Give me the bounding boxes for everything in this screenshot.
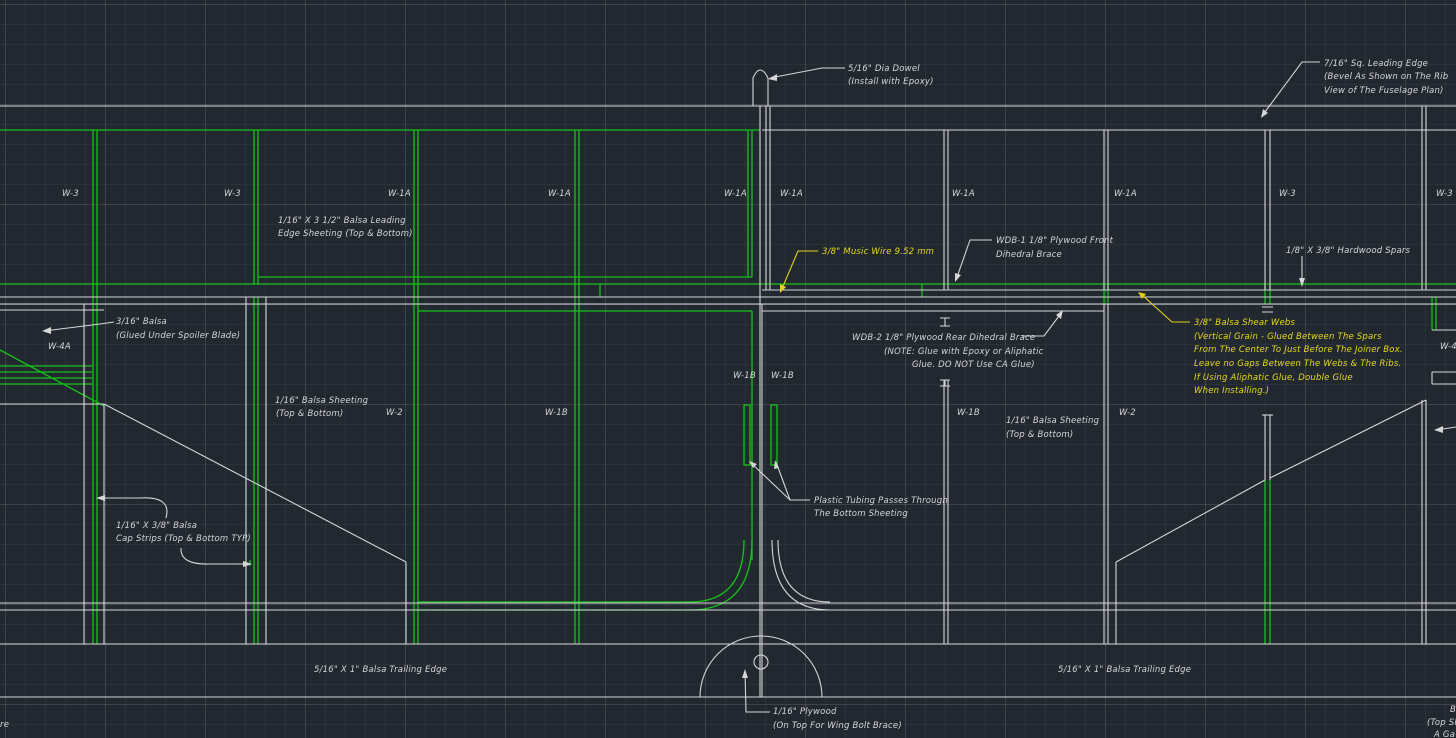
callout-line: A Ga bbox=[1433, 730, 1455, 738]
callout-line: 3/8" Music Wire 9.52 mm bbox=[822, 247, 934, 257]
callout-line: 7/16" Sq. Leading Edge bbox=[1324, 59, 1428, 69]
rib-label: W-1B bbox=[771, 371, 794, 381]
callout-line: WDB-2 1/8" Plywood Rear Dihedral Brace bbox=[852, 333, 1035, 343]
callout-tubing: Plastic Tubing Passes Through The Bottom… bbox=[814, 496, 948, 519]
callout-sheeting-right: 1/16" Balsa Sheeting (Top & Bottom) bbox=[1006, 416, 1100, 440]
callout-line: Leave no Gaps Between The Webs & The Rib… bbox=[1194, 359, 1401, 369]
callout-line: View of The Fuselage Plan) bbox=[1324, 86, 1444, 96]
callout-line: (Bevel As Shown on The Rib bbox=[1324, 72, 1448, 82]
callout-dowel: 5/16" Dia Dowel (Install with Epoxy) bbox=[848, 64, 934, 87]
callout-line: Dihedral Brace bbox=[996, 250, 1062, 260]
callout-line: (Install with Epoxy) bbox=[848, 77, 934, 87]
callout-line: 5/16" X 1" Balsa Trailing Edge bbox=[1058, 665, 1191, 675]
rib-label: W-1B bbox=[733, 371, 756, 381]
callout-line: 5/16" X 1" Balsa Trailing Edge bbox=[314, 665, 447, 675]
callout-hardwood-spars: 1/8" X 3/8" Hardwood Spars bbox=[1286, 246, 1411, 256]
callout-line: WDB-1 1/8" Plywood Front bbox=[996, 236, 1114, 246]
callout-line: 1/16" Balsa Sheeting bbox=[1006, 416, 1100, 426]
rib-label: W-3 bbox=[224, 189, 241, 199]
rib-label: W-4 bbox=[1440, 342, 1456, 352]
callout-sheeting-left: 1/16" Balsa Sheeting (Top & Bottom) bbox=[275, 396, 369, 419]
rib-label: W-3 bbox=[1279, 189, 1296, 199]
callout-line: (Top & Bottom) bbox=[276, 409, 343, 419]
callout-line: 1/8" X 3/8" Hardwood Spars bbox=[1286, 246, 1411, 256]
callout-cap-strips: 1/16" X 3/8" Balsa Cap Strips (Top & Bot… bbox=[116, 521, 251, 544]
leader-lines bbox=[42, 61, 1456, 713]
callout-line: (On Top For Wing Bolt Brace) bbox=[773, 721, 902, 731]
callout-line: Edge Sheeting (Top & Bottom) bbox=[278, 229, 413, 239]
rib-label: W-1A bbox=[548, 189, 571, 199]
callout-leading-edge: 7/16" Sq. Leading Edge (Bevel As Shown o… bbox=[1324, 59, 1448, 96]
callout-shear-webs: 3/8" Balsa Shear Webs (Vertical Grain - … bbox=[1194, 318, 1403, 396]
callout-line: Glue. DO NOT Use CA Glue) bbox=[912, 360, 1035, 370]
callout-balsa-spoiler: 3/16" Balsa (Glued Under Spoiler Blade) bbox=[116, 317, 240, 341]
callout-line: From The Center To Just Before The Joine… bbox=[1194, 345, 1403, 355]
callout-le-sheeting: 1/16" X 3 1/2" Balsa Leading Edge Sheeti… bbox=[278, 216, 413, 239]
rib-label: W-1B bbox=[957, 408, 980, 418]
balsa-sheeting-green bbox=[0, 129, 1456, 644]
callout-line: (Vertical Grain - Glued Between The Spar… bbox=[1194, 332, 1382, 342]
callout-line: If Using Aliphatic Glue, Double Glue bbox=[1194, 373, 1353, 383]
rib-labels: W-3 W-3 W-1A W-1A W-1A W-1A W-1A W-1A W-… bbox=[48, 189, 1456, 418]
rib-label: W-1A bbox=[388, 189, 411, 199]
rib-label: W-1A bbox=[724, 189, 747, 199]
callout-edge-right: B (Top Sh A Ga bbox=[1427, 705, 1456, 738]
callout-edge-left: re bbox=[0, 720, 9, 730]
callout-trailing-edge-left: 5/16" X 1" Balsa Trailing Edge bbox=[314, 665, 447, 675]
rib-label: W-2 bbox=[1119, 408, 1136, 418]
callout-line: (Top & Bottom) bbox=[1006, 430, 1073, 440]
callout-rear-dihedral: WDB-2 1/8" Plywood Rear Dihedral Brace (… bbox=[852, 333, 1044, 370]
callout-line: 5/16" Dia Dowel bbox=[848, 64, 920, 74]
callout-line: Cap Strips (Top & Bottom TYP) bbox=[116, 534, 251, 544]
callout-line: (Glued Under Spoiler Blade) bbox=[116, 331, 240, 341]
callout-music-wire: 3/8" Music Wire 9.52 mm bbox=[822, 247, 934, 257]
callout-line: When Installing.) bbox=[1194, 386, 1269, 396]
rib-label: W-2 bbox=[386, 408, 403, 418]
rib-label: W-1B bbox=[545, 408, 568, 418]
callout-line: 1/16" X 3/8" Balsa bbox=[116, 521, 197, 531]
callout-trailing-edge-right: 5/16" X 1" Balsa Trailing Edge bbox=[1058, 665, 1191, 675]
rib-label: W-3 bbox=[1436, 189, 1453, 199]
callout-line: Plastic Tubing Passes Through bbox=[814, 496, 948, 506]
rib-label: W-1A bbox=[780, 189, 803, 199]
callout-line: B bbox=[1450, 705, 1456, 715]
rib-label: W-1A bbox=[1114, 189, 1137, 199]
rib-label: W-4A bbox=[48, 342, 71, 352]
callout-line: (NOTE: Glue with Epoxy or Aliphatic bbox=[884, 347, 1044, 357]
rib-label: W-1A bbox=[952, 189, 975, 199]
wing-outline bbox=[0, 69, 1456, 698]
callout-line: re bbox=[0, 720, 9, 730]
callout-line: (Top Sh bbox=[1427, 718, 1456, 728]
callout-line: 3/8" Balsa Shear Webs bbox=[1194, 318, 1295, 328]
rib-label: W-3 bbox=[62, 189, 79, 199]
callout-line: 1/16" Balsa Sheeting bbox=[275, 396, 369, 406]
callout-line: 3/16" Balsa bbox=[116, 317, 167, 327]
callout-line: 1/16" Plywood bbox=[773, 707, 837, 717]
callout-front-dihedral: WDB-1 1/8" Plywood Front Dihedral Brace bbox=[996, 236, 1114, 260]
callout-line: 1/16" X 3 1/2" Balsa Leading bbox=[278, 216, 406, 226]
callout-line: The Bottom Sheeting bbox=[814, 509, 908, 519]
callout-plywood: 1/16" Plywood (On Top For Wing Bolt Brac… bbox=[773, 707, 902, 731]
